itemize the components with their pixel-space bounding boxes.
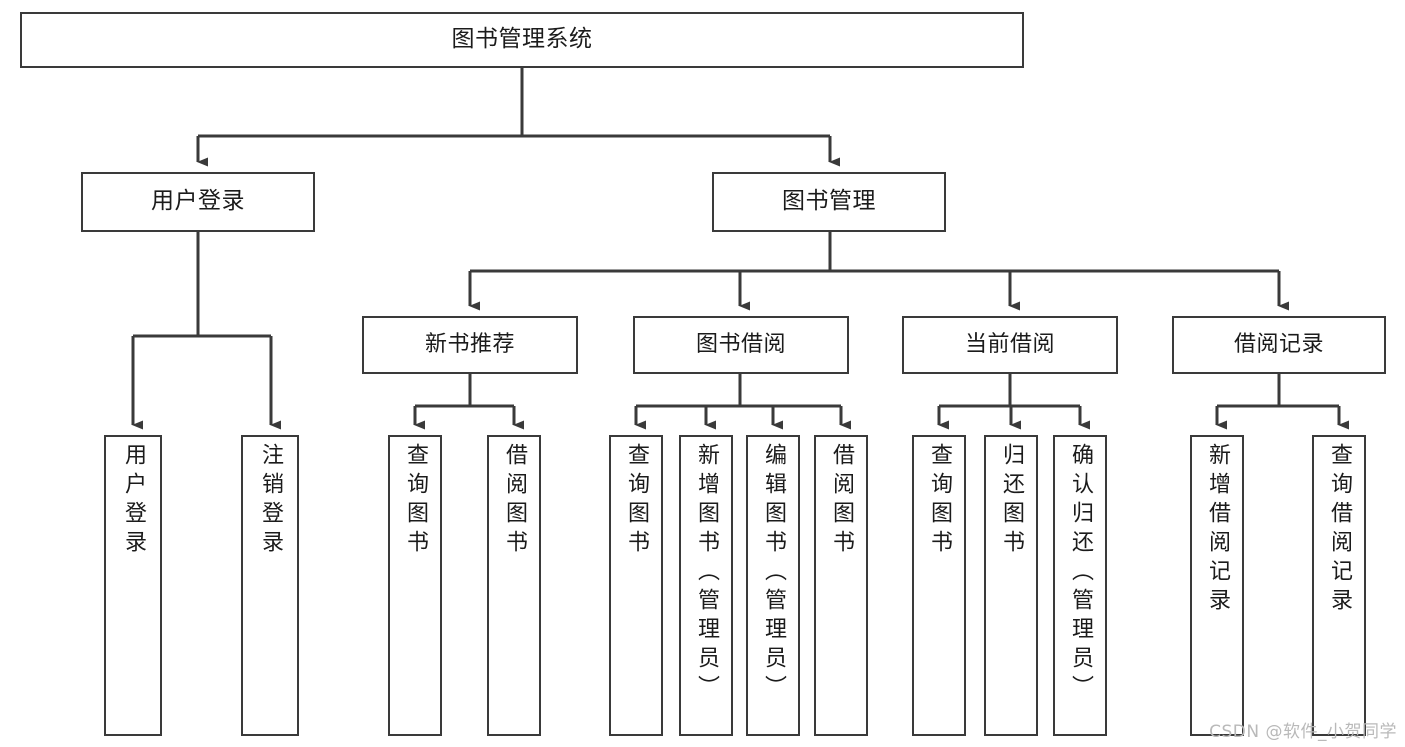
node-new-book-rec[interactable]: 新书推荐 [362,316,578,374]
node-user-login-label: 用户登录 [151,188,245,215]
node-leaf-return-book[interactable]: 归还图书 [984,435,1038,736]
node-leaf-query-book-rec-label: 查询图书 [403,443,428,559]
node-leaf-add-borrow-record-label: 新增借阅记录 [1205,443,1230,617]
node-book-borrow-label: 图书借阅 [695,332,786,358]
node-leaf-user-login[interactable]: 用户登录 [104,435,162,736]
node-leaf-user-login-label: 用户登录 [121,443,146,559]
node-current-borrow[interactable]: 当前借阅 [902,316,1118,374]
node-leaf-query-borrow-record-label: 查询借阅记录 [1327,443,1352,617]
node-leaf-edit-book-admin[interactable]: 编辑图书（管理员） [746,435,800,736]
node-leaf-query-book-rec[interactable]: 查询图书 [388,435,442,736]
node-book-manage-label: 图书管理 [782,188,876,215]
node-leaf-add-borrow-record[interactable]: 新增借阅记录 [1190,435,1244,736]
node-leaf-query-borrow-record[interactable]: 查询借阅记录 [1312,435,1366,736]
node-leaf-borrow-book-rec[interactable]: 借阅图书 [487,435,541,736]
node-new-book-rec-label: 新书推荐 [424,332,515,358]
node-leaf-return-book-label: 归还图书 [999,443,1024,559]
node-leaf-user-logout-label: 注销登录 [258,443,283,559]
node-leaf-borrow-book-label: 借阅图书 [829,443,854,559]
node-root[interactable]: 图书管理系统 [20,12,1024,68]
watermark: CSDN @软件_小贺同学 [1209,722,1397,742]
node-leaf-confirm-return-admin[interactable]: 确认归还（管理员） [1053,435,1107,736]
node-leaf-query-book-cur[interactable]: 查询图书 [912,435,966,736]
node-borrow-record[interactable]: 借阅记录 [1172,316,1386,374]
node-leaf-borrow-book-rec-label: 借阅图书 [502,443,527,559]
node-leaf-add-book-admin-label: 新增图书（管理员） [694,443,719,704]
node-leaf-query-book-cur-label: 查询图书 [927,443,952,559]
node-book-manage[interactable]: 图书管理 [712,172,946,232]
node-current-borrow-label: 当前借阅 [964,332,1055,358]
node-leaf-confirm-return-admin-label: 确认归还（管理员） [1068,443,1093,704]
node-leaf-add-book-admin[interactable]: 新增图书（管理员） [679,435,733,736]
node-borrow-record-label: 借阅记录 [1233,332,1324,358]
node-leaf-edit-book-admin-label: 编辑图书（管理员） [761,443,786,704]
node-root-label: 图书管理系统 [451,26,593,53]
node-leaf-query-book-borrow[interactable]: 查询图书 [609,435,663,736]
node-book-borrow[interactable]: 图书借阅 [633,316,849,374]
node-leaf-query-book-borrow-label: 查询图书 [624,443,649,559]
node-leaf-user-logout[interactable]: 注销登录 [241,435,299,736]
node-leaf-borrow-book[interactable]: 借阅图书 [814,435,868,736]
node-user-login[interactable]: 用户登录 [81,172,315,232]
